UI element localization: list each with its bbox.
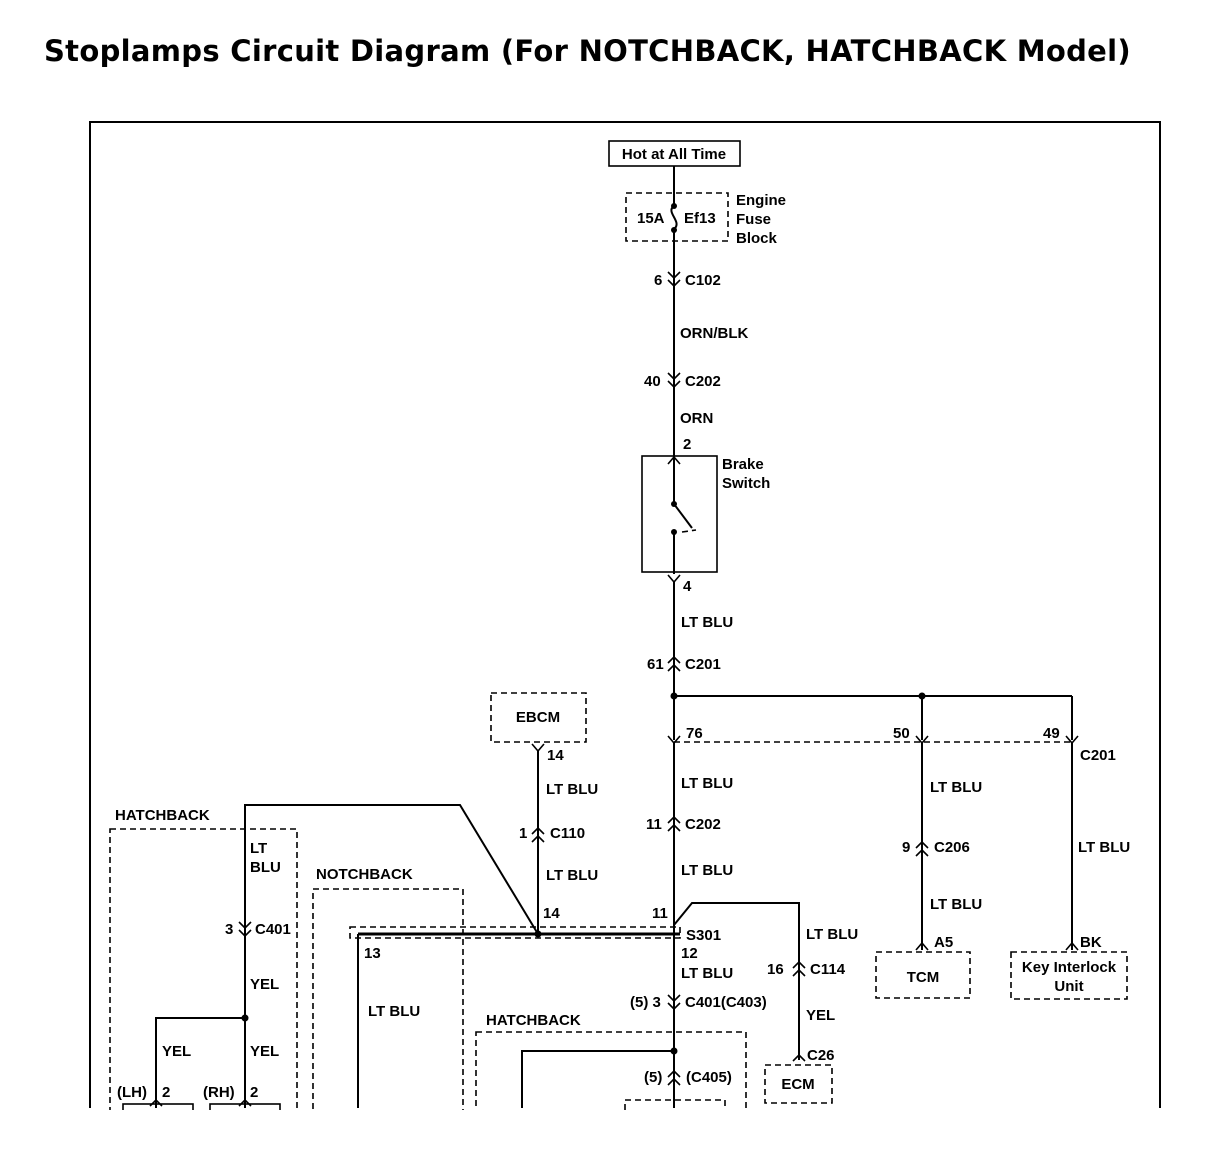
engine-fuse-block-label-1: Engine (736, 192, 786, 209)
key-interlock-box (1010, 951, 1128, 1000)
c202-mid-pin: 11 (646, 816, 662, 833)
brake-switch-box (641, 455, 718, 573)
ecm-box (764, 1064, 833, 1104)
c201-label: C201 (685, 656, 721, 673)
ecm-pin: C26 (807, 1047, 835, 1064)
wire-lt-blu-key: LT BLU (1078, 839, 1130, 856)
c202-mid-label: C202 (685, 816, 721, 833)
brake-pin-in: 2 (683, 436, 691, 453)
c405-connector (667, 1069, 681, 1086)
lh-pin: 2 (162, 1084, 170, 1101)
c110-connector (531, 826, 545, 843)
c102-label: C102 (685, 272, 721, 289)
wire-orn-blk: ORN/BLK (680, 325, 748, 342)
ebcm-pin: 14 (547, 747, 564, 764)
s301-pin-11: 11 (652, 905, 668, 922)
engine-fuse-block (625, 192, 729, 242)
c102-connector (667, 271, 681, 288)
brake-switch-label-1: Brake (722, 456, 764, 473)
ecm-label: ECM (781, 1076, 814, 1093)
page-title: Stoplamps Circuit Diagram (For NOTCHBACK… (44, 34, 1131, 68)
c206-label: C206 (934, 839, 970, 856)
rh-pin: 2 (250, 1084, 258, 1101)
wire-lt-blu-tcm1: LT BLU (930, 779, 982, 796)
wire-lt-blu-hb-1: LT (250, 840, 267, 857)
c201-connector (667, 655, 681, 672)
c114-label: C114 (810, 961, 846, 978)
engine-fuse-block-label-2: Fuse (736, 211, 771, 228)
c114-connector (792, 960, 806, 977)
wire-yel-1: YEL (250, 976, 279, 993)
s301-pin-14: 14 (543, 905, 560, 922)
notchback-label: NOTCHBACK (316, 866, 413, 883)
lh-label: (LH) (117, 1084, 147, 1101)
c110-pin: 1 (519, 825, 527, 842)
c110-label: C110 (550, 825, 585, 842)
ebcm-label: EBCM (516, 709, 560, 726)
wire-lt-blu-ecm: LT BLU (806, 926, 858, 943)
brake-switch-label-2: Switch (722, 475, 770, 492)
wire-orn: ORN (680, 410, 713, 427)
c401-pin: 3 (225, 921, 233, 938)
c202-top-label: C202 (685, 373, 721, 390)
ebcm-box (490, 692, 587, 743)
tcm-label: TCM (907, 969, 940, 986)
wire-yel-ecm: YEL (806, 1007, 835, 1024)
c202-mid-connector (667, 815, 681, 832)
pin-49: 49 (1043, 725, 1060, 742)
c114-pin: 16 (767, 961, 784, 978)
c401-c403-connector (667, 994, 681, 1011)
key-pin: BK (1080, 934, 1102, 951)
c206-connector (915, 840, 929, 857)
c401-c403-label: C401(C403) (685, 994, 767, 1011)
brake-pin-out: 4 (683, 578, 692, 595)
wire-lt-blu-hb-2: BLU (250, 859, 281, 876)
hot-at-all-time-label: Hot at All Time (622, 146, 726, 163)
fuse-id: Ef13 (684, 210, 716, 227)
c405-pin: (5) (644, 1069, 662, 1086)
pin-50: 50 (893, 725, 910, 742)
engine-fuse-block-label-3: Block (736, 230, 778, 247)
s301-pin-12: 12 (681, 945, 698, 962)
key-interlock-label-2: Unit (1054, 978, 1083, 995)
c201-pin: 61 (647, 656, 664, 673)
c201-b-label: C201 (1080, 747, 1116, 764)
c401-c403-pin: (5) 3 (630, 994, 661, 1011)
c202-top-connector (667, 372, 681, 389)
wire-yel-2: YEL (162, 1043, 191, 1060)
hatchback-label-1: HATCHBACK (115, 807, 210, 824)
wire-yel-3: YEL (250, 1043, 279, 1060)
c102-pin: 6 (654, 272, 662, 289)
pin-76: 76 (686, 725, 703, 742)
tcm-pin: A5 (934, 934, 953, 951)
wire-lt-blu-2: LT BLU (681, 775, 733, 792)
wire-lt-blu-3: LT BLU (681, 862, 733, 879)
hatchback-label-2: HATCHBACK (486, 1012, 581, 1029)
wire-lt-blu-ebcm2: LT BLU (546, 867, 598, 884)
s301-label: S301 (686, 927, 721, 944)
wire-lt-blu-4: LT BLU (681, 965, 733, 982)
c206-pin: 9 (902, 839, 910, 856)
rh-label: (RH) (203, 1084, 235, 1101)
c401-label: C401 (255, 921, 291, 938)
diagram-frame (89, 121, 1161, 1108)
fuse-symbol (670, 205, 678, 230)
fuse-rating: 15A (637, 210, 665, 227)
c405-label: (C405) (686, 1069, 732, 1086)
brake-switch-contact (673, 503, 693, 529)
c202-top-pin: 40 (644, 373, 661, 390)
wire-lt-blu-tcm2: LT BLU (930, 896, 982, 913)
wire-lt-blu-1: LT BLU (681, 614, 733, 631)
s301-pin-13: 13 (364, 945, 381, 962)
key-interlock-label-1: Key Interlock (1022, 959, 1117, 976)
wire-lt-blu-ebcm: LT BLU (546, 781, 598, 798)
wire-lt-blu-nb: LT BLU (368, 1003, 420, 1020)
c401-connector (238, 921, 252, 938)
